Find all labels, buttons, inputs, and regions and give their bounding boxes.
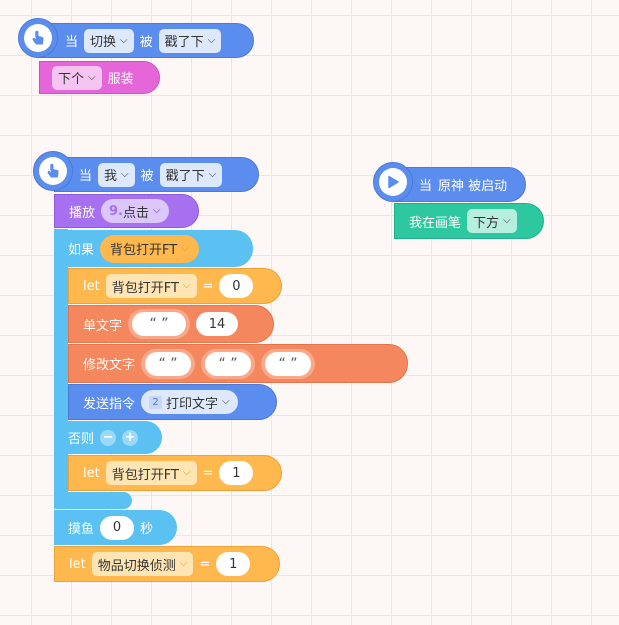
variable-dropdown[interactable]: 物品切换侦测⌵ bbox=[91, 552, 194, 576]
hand-pointer-icon-badge bbox=[18, 18, 58, 58]
hat-action-label: 被 bbox=[139, 35, 153, 50]
chevron-down-icon: ⌵ bbox=[120, 34, 128, 46]
string-slot-1: “ ” bbox=[141, 348, 196, 379]
value-input[interactable]: 1 bbox=[219, 461, 254, 485]
pen-option-dropdown[interactable]: 下方⌵ bbox=[467, 209, 517, 233]
chevron-down-icon: ⌵ bbox=[88, 71, 96, 83]
if-else-arm bbox=[54, 229, 68, 509]
value-input[interactable]: 0 bbox=[219, 274, 254, 298]
if-block[interactable]: 如果 背包打开FT⌵ bbox=[54, 230, 253, 267]
if-else-end-cap bbox=[54, 492, 132, 509]
costume-option-dropdown[interactable]: 下个⌵ bbox=[52, 65, 102, 90]
variable-dropdown[interactable]: 背包打开FT⌵ bbox=[105, 461, 197, 485]
hat-when-label: 当 bbox=[419, 179, 433, 194]
else-label: 否则 bbox=[68, 432, 95, 447]
let-block-2[interactable]: let 背包打开FT⌵ = 1 bbox=[68, 455, 282, 491]
wait-block[interactable]: 摸鱼 0 秒 bbox=[54, 510, 177, 545]
chevron-down-icon: ⌵ bbox=[182, 467, 191, 478]
chevron-down-icon: ⌵ bbox=[222, 396, 230, 407]
chevron-down-icon: ⌵ bbox=[182, 280, 191, 291]
hat-when-label: 当 bbox=[79, 169, 93, 184]
if-label: 如果 bbox=[68, 243, 95, 258]
sound-number: 9. bbox=[109, 203, 123, 219]
event-dropdown[interactable]: 戳了下⌵ bbox=[158, 28, 222, 53]
string-slot-3: “ ” bbox=[261, 348, 316, 379]
let-block-3[interactable]: let 物品切换侦测⌵ = 1 bbox=[54, 546, 280, 582]
play-icon-badge bbox=[373, 162, 413, 202]
play-icon bbox=[388, 175, 399, 189]
let-keyword: let bbox=[69, 556, 86, 572]
equals-sign: = bbox=[202, 278, 214, 294]
seconds-unit: 秒 bbox=[140, 522, 154, 537]
else-block[interactable]: 否则 − + bbox=[54, 421, 162, 454]
chevron-down-icon: ⌵ bbox=[207, 34, 216, 46]
costume-label: 服装 bbox=[107, 72, 134, 87]
chevron-down-icon: ⌵ bbox=[121, 168, 129, 180]
number-input[interactable]: 14 bbox=[196, 312, 239, 336]
chevron-down-icon: ⌵ bbox=[208, 168, 217, 180]
equals-sign: = bbox=[202, 465, 214, 481]
let-block-1[interactable]: let 背包打开FT⌵ = 0 bbox=[68, 268, 282, 304]
let-keyword: let bbox=[83, 278, 100, 294]
single-char-label: 单文字 bbox=[83, 318, 123, 334]
equals-sign: = bbox=[199, 556, 211, 572]
chevron-down-icon: ⌵ bbox=[153, 205, 161, 216]
next-costume-block[interactable]: 下个⌵ 服装 bbox=[39, 61, 160, 94]
minus-icon[interactable]: − bbox=[100, 429, 117, 446]
string-input-3[interactable]: “ ” bbox=[265, 351, 312, 376]
when-clicked-hat-block-2[interactable]: 当 我⌵ 被 戳了下⌵ bbox=[54, 157, 259, 192]
single-char-block[interactable]: 单文字 “ ” 14 bbox=[68, 305, 274, 343]
string-input-2[interactable]: “ ” bbox=[205, 351, 252, 376]
pen-label: 我在画笔 bbox=[409, 215, 462, 231]
target-dropdown[interactable]: 我⌵ bbox=[98, 162, 135, 187]
play-sound-block[interactable]: 播放 9.点击⌵ bbox=[54, 194, 199, 228]
variable-dropdown[interactable]: 背包打开FT⌵ bbox=[105, 274, 197, 298]
play-label: 播放 bbox=[69, 205, 96, 221]
command-number-badge: 2 bbox=[149, 395, 163, 409]
plus-icon[interactable]: + bbox=[122, 429, 139, 446]
condition-dropdown[interactable]: 背包打开FT⌵ bbox=[100, 234, 199, 263]
hand-pointer-icon bbox=[32, 30, 44, 45]
sound-name: 点击 bbox=[123, 205, 150, 221]
hat-when-label: 当 bbox=[65, 35, 79, 50]
string-slot-2: “ ” bbox=[201, 348, 256, 379]
chevron-down-icon: ⌵ bbox=[503, 215, 511, 226]
send-command-label: 发送指令 bbox=[83, 396, 136, 412]
hat-title-label: 原神 被启动 bbox=[438, 179, 508, 194]
string-input-1[interactable]: “ ” bbox=[145, 351, 192, 376]
chevron-down-icon: ⌵ bbox=[181, 242, 189, 254]
let-keyword: let bbox=[83, 465, 100, 481]
chevron-down-icon: ⌵ bbox=[179, 558, 188, 569]
sound-dropdown[interactable]: 9.点击⌵ bbox=[101, 199, 169, 223]
modify-text-label: 修改文字 bbox=[83, 358, 136, 373]
event-dropdown[interactable]: 戳了下⌵ bbox=[159, 162, 223, 187]
string-input[interactable]: “ ” bbox=[132, 312, 187, 336]
modify-text-block[interactable]: 修改文字 “ ” “ ” “ ” bbox=[68, 344, 408, 383]
hat-action-label: 被 bbox=[140, 169, 154, 184]
pen-position-block[interactable]: 我在画笔 下方⌵ bbox=[394, 203, 544, 239]
seconds-input[interactable]: 0 bbox=[100, 515, 135, 540]
target-dropdown[interactable]: 切换⌵ bbox=[84, 28, 134, 53]
value-input[interactable]: 1 bbox=[216, 552, 251, 576]
when-clicked-hat-block-1[interactable]: 当 切换⌵ 被 戳了下⌵ bbox=[36, 23, 254, 58]
when-start-hat-block[interactable]: 当 原神 被启动 bbox=[392, 167, 526, 202]
hand-pointer-icon bbox=[47, 163, 59, 178]
string-slot: “ ” bbox=[128, 309, 191, 339]
wait-label: 摸鱼 bbox=[68, 522, 95, 537]
hand-pointer-icon-badge bbox=[33, 151, 73, 191]
